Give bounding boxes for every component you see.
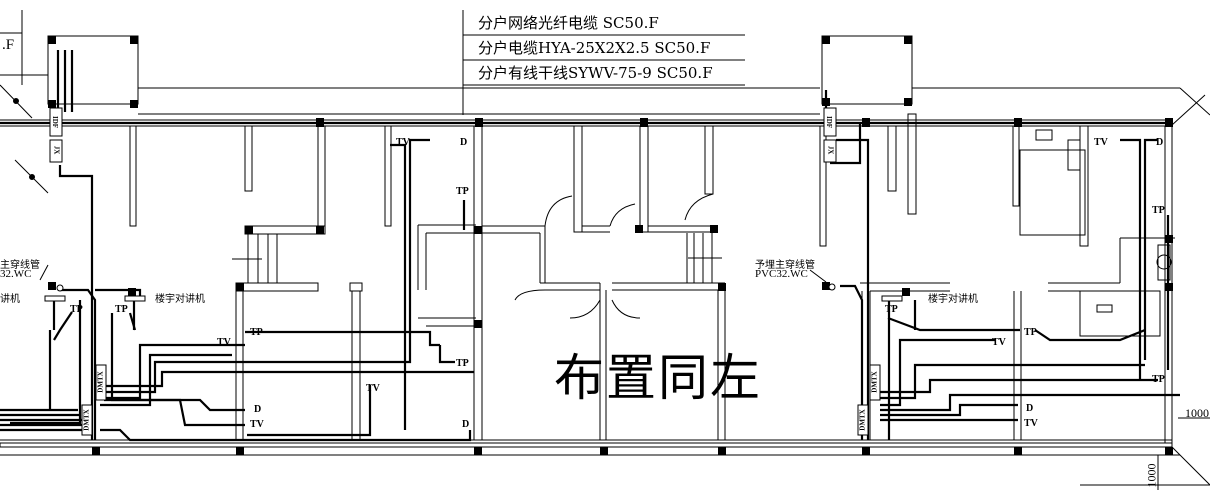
dmtx-box-label: DMTX <box>870 371 879 393</box>
tp-outlet-label: TP <box>456 358 469 369</box>
left-conduit-label: 主穿线管 <box>0 260 40 271</box>
tv-outlet-label: TV <box>1024 418 1038 429</box>
door-label: D <box>1026 403 1034 414</box>
tp-outlet-label: TP <box>115 304 128 315</box>
legend-cut-off: .F <box>2 37 15 53</box>
tv-outlet-label: TV <box>992 337 1006 348</box>
tv-outlet-label: TV <box>366 383 380 394</box>
left-conduit-spec: 32.WC <box>0 268 32 280</box>
dmtx-box-label: DMTX <box>858 409 867 431</box>
tv-outlet-label: TV <box>250 419 264 430</box>
door-label: D <box>254 404 262 415</box>
tv-outlet-label: TV <box>1094 137 1108 148</box>
layout-same-as-left-note: 布置同左 <box>554 349 762 407</box>
legend-cable-tv: 分户有线干线SYWV-75-9 SC50.F <box>478 64 713 82</box>
tv-outlet-label: TV <box>217 337 231 348</box>
idf-box-label: IDF <box>825 115 834 129</box>
door-label: D <box>462 419 470 430</box>
right-conduit-label: 予埋主穿线管 <box>755 260 815 271</box>
tv-outlet-label: TV <box>396 137 410 148</box>
right-conduit-spec: PVC32.WC <box>755 268 808 280</box>
tp-outlet-label: TP <box>1152 205 1165 216</box>
jx-box-label: JX <box>52 145 61 155</box>
dimension-right-1000: 1000 <box>1185 406 1209 420</box>
legend-telephone-cable: 分户电缆HYA-25X2X2.5 SC50.F <box>478 39 711 57</box>
door-label: D <box>1156 137 1164 148</box>
door-label: D <box>460 137 468 148</box>
tp-outlet-label: TP <box>70 304 83 315</box>
left-intercom-label: 楼宇对讲机 <box>155 294 205 305</box>
tp-outlet-label: TP <box>456 186 469 197</box>
tp-outlet-label: TP <box>250 327 263 338</box>
dmtx-box-label: DMTX <box>96 371 105 393</box>
legend-network-fiber: 分户网络光纤电缆 SC50.F <box>478 14 659 32</box>
left-intercom-partial: 讲机 <box>0 294 20 305</box>
jx-box-label: JX <box>826 145 835 155</box>
dimension-bottom-1000: 1000 <box>1144 463 1159 488</box>
idf-box-label: IDF <box>51 115 60 129</box>
tp-outlet-label: TP <box>1024 327 1037 338</box>
tp-outlet-label: TP <box>1152 374 1165 385</box>
dmtx-box-label: DMTX <box>82 409 91 431</box>
right-intercom-label: 楼宇对讲机 <box>928 294 978 305</box>
tp-outlet-label: TP <box>885 304 898 315</box>
